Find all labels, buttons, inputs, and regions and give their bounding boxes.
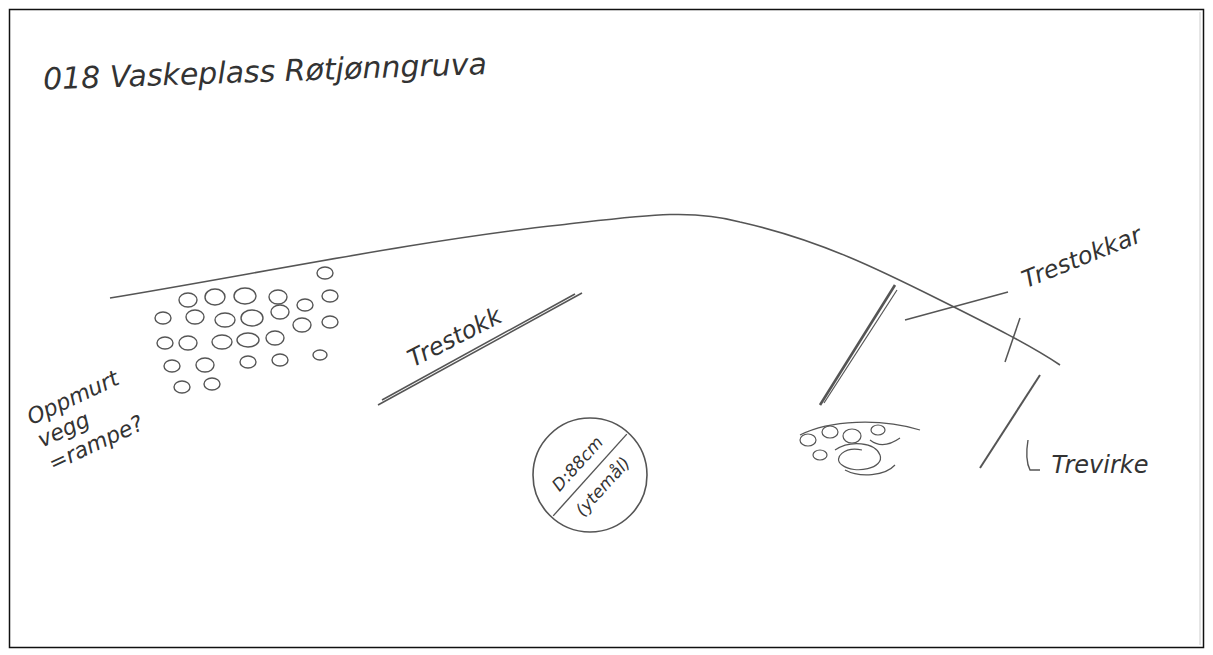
- timbers-label: Trestokkar: [1018, 222, 1146, 295]
- frame: [10, 10, 1204, 648]
- wood-remains: [800, 422, 920, 475]
- wall-note: Oppmurt vegg =rampe?: [23, 364, 147, 476]
- timber-logs: [820, 285, 1040, 468]
- stone-wall: [155, 267, 338, 393]
- wood-label: Trevirke: [1052, 452, 1149, 480]
- edge-line: [1200, 12, 1201, 645]
- terrain-edge: [110, 214, 1060, 365]
- sketch-title: 018 Vaskeplass Røtjønngruva: [43, 47, 488, 97]
- timber-log: [378, 293, 582, 405]
- dimension-text: D:88cm (ytemål): [541, 425, 640, 524]
- leader-line: [1027, 440, 1040, 470]
- leader-line: [905, 292, 1008, 320]
- measured-circle: D:88cm (ytemål): [531, 416, 649, 534]
